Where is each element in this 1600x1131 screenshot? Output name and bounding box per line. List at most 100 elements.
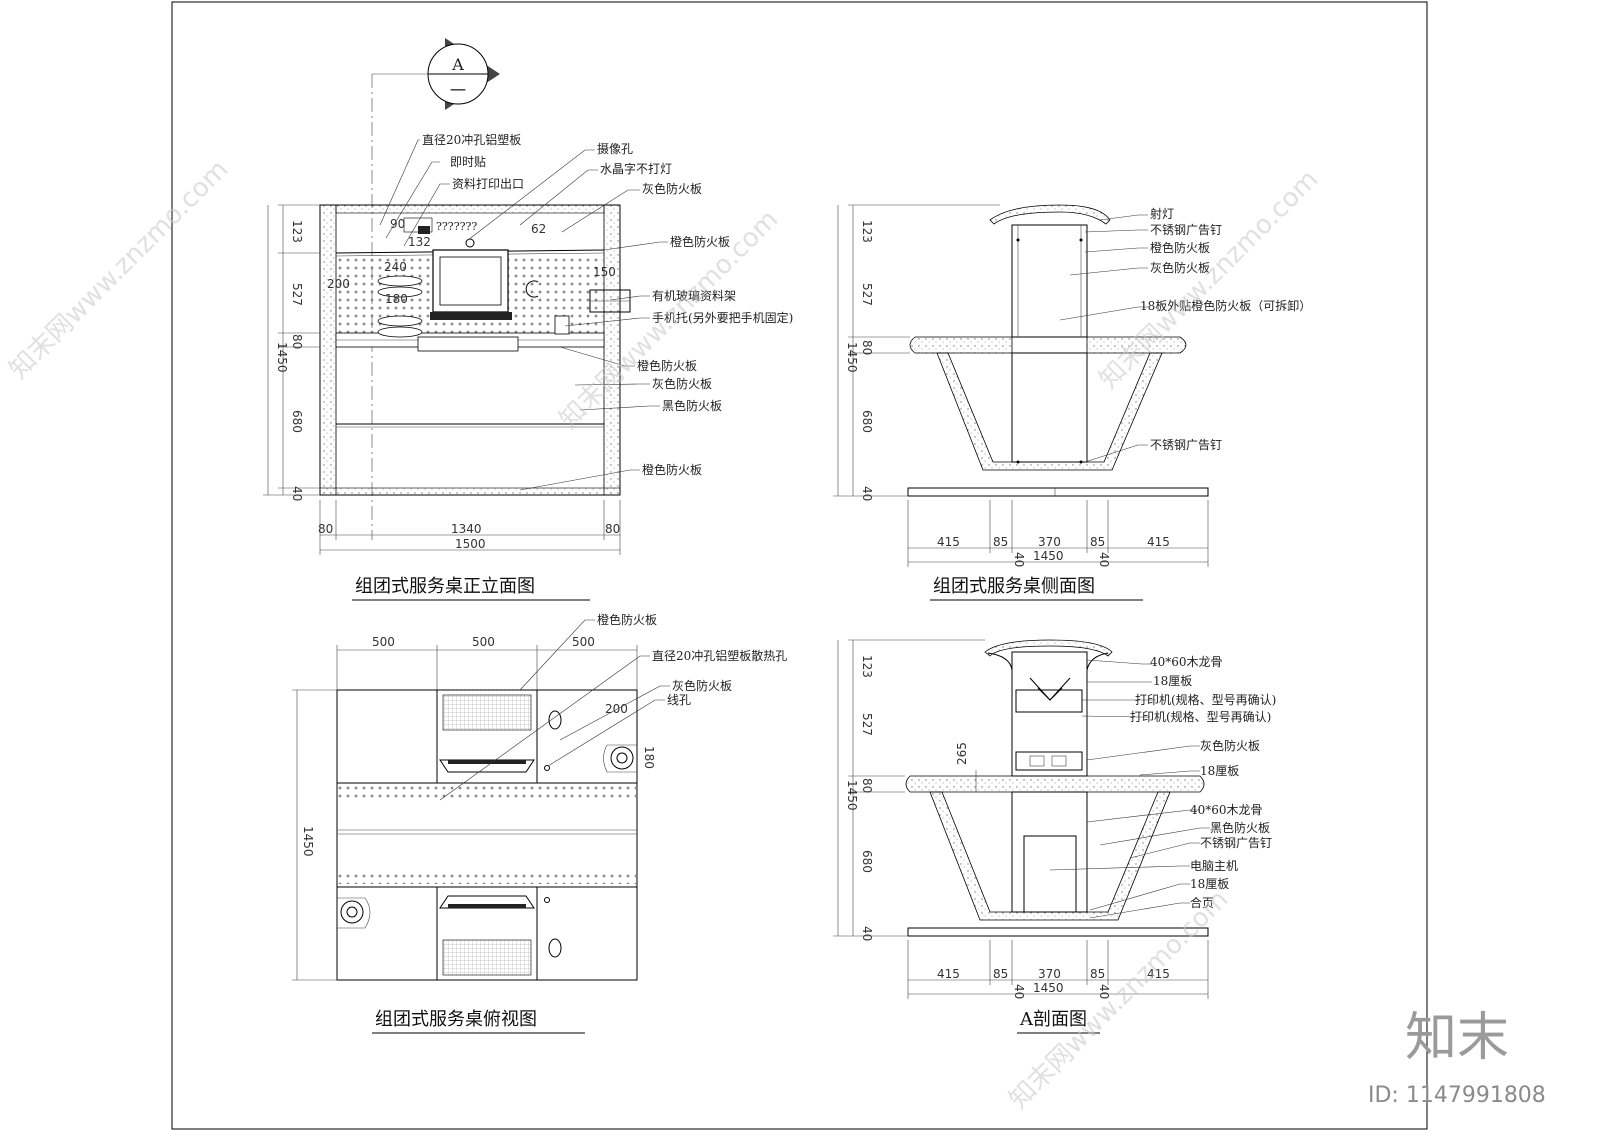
section-label-1: 40*60木龙骨: [1150, 655, 1223, 669]
section-label-6: 18厘板: [1200, 764, 1239, 778]
section-label-11: 18厘板: [1190, 877, 1229, 891]
side-label-2: 不锈钢广告钉: [1150, 223, 1222, 237]
front-vdim-6: 40: [290, 486, 304, 501]
front-label-6: 灰色防火板: [642, 181, 702, 196]
front-label-1: 直径20冲孔铝塑板: [422, 132, 521, 147]
section-label-12: 合页: [1190, 895, 1214, 910]
front-label-2: 即时贴: [450, 155, 486, 169]
top-label-2: 直径20冲孔铝塑板散热孔: [652, 648, 787, 663]
front-label-4: 摄像孔: [597, 141, 633, 156]
side-hdim-3: 370: [1038, 535, 1061, 549]
side-vdim-3: 80: [860, 340, 874, 355]
marker-letter: A: [451, 55, 464, 74]
front-hdim-2: 1340: [451, 522, 482, 536]
front-vdim-5: 680: [290, 410, 304, 433]
side-hdim-5: 415: [1147, 535, 1170, 549]
front-title: 组团式服务桌正立面图: [355, 576, 535, 597]
section-hdim-1: 415: [937, 967, 960, 981]
side-label-5: 18板外贴橙色防火板（可拆卸）: [1140, 298, 1311, 313]
side-label-4: 灰色防火板: [1150, 260, 1210, 275]
top-hdim-1: 500: [372, 635, 395, 649]
front-inner-dim-6: 180: [385, 292, 408, 306]
side-vdim-1: 123: [860, 220, 874, 243]
watermark-brand: 知末: [1405, 1008, 1509, 1068]
side-label-1: 射灯: [1150, 206, 1174, 221]
watermark: 知末网www.znzmo.com 知末网www.znzmo.com 知末网www…: [4, 154, 1546, 1115]
section-vdim-2: 527: [860, 713, 874, 736]
top-hdim-2: 500: [472, 635, 495, 649]
front-vdim-1: 123: [290, 220, 304, 243]
section-label-2: 18厘板: [1153, 674, 1192, 688]
front-label-9: 手机托(另外要把手机固定): [652, 310, 793, 325]
watermark-text-1: 知末网www.znzmo.com: [4, 154, 235, 385]
side-hdim-1: 415: [937, 535, 960, 549]
side-elevation: 射灯 不锈钢广告钉 橙色防火板 灰色防火板 18板外贴橙色防火板（可拆卸） 不锈…: [833, 204, 1311, 601]
a-section: 265 40*60木龙骨 18厘板 打印机(规格、型号再确认) 打印机(规格、型…: [833, 639, 1276, 1034]
front-hdim-3: 80: [605, 522, 620, 536]
section-vdim-4: 1450: [845, 780, 859, 811]
top-inner-dim-1: 200: [605, 702, 628, 716]
side-hdim-2: 85: [993, 535, 1008, 549]
front-label-11: 灰色防火板: [652, 376, 712, 391]
front-label-7: 橙色防火板: [670, 234, 730, 249]
front-hdim-1: 80: [318, 522, 333, 536]
side-vdim-5: 680: [860, 410, 874, 433]
front-label-8: 有机玻璃资料架: [652, 289, 736, 303]
section-title: A剖面图: [1019, 1009, 1087, 1030]
section-label-5: 灰色防火板: [1200, 738, 1260, 753]
marker-sub: 一: [450, 81, 466, 100]
top-inner-dim-2: 180: [642, 746, 656, 769]
section-hdim-4: 85: [1090, 967, 1105, 981]
top-label-3: 灰色防火板: [672, 678, 732, 693]
section-inner-dim: 265: [955, 742, 969, 765]
section-label-7: 40*60木龙骨: [1190, 803, 1263, 817]
sheet-border: [171, 1, 1428, 1130]
side-vdim-6: 40: [860, 486, 874, 501]
top-title: 组团式服务桌俯视图: [375, 1009, 537, 1030]
side-hdim-4: 85: [1090, 535, 1105, 549]
section-label-10: 电脑主机: [1190, 859, 1238, 873]
side-vdim-4: 1450: [845, 342, 859, 373]
front-inner-dim-2: 132: [408, 235, 431, 249]
side-label-6: 不锈钢广告钉: [1150, 438, 1222, 452]
section-marker: A 一: [371, 38, 500, 540]
front-label-13: 橙色防火板: [642, 462, 702, 477]
section-label-8: 黑色防火板: [1210, 820, 1270, 835]
side-hdim-6: 40: [1012, 552, 1026, 567]
front-hdim-4: 1500: [455, 537, 486, 551]
section-label-3: 打印机(规格、型号再确认): [1135, 692, 1276, 707]
section-hdim-3: 370: [1038, 967, 1061, 981]
front-vdim-2: 527: [290, 283, 304, 306]
front-inner-dim-5: 200: [327, 277, 350, 291]
section-label-9: 不锈钢广告钉: [1200, 836, 1272, 850]
side-hdim-8: 40: [1097, 552, 1111, 567]
section-label-4: 打印机(规格、型号再确认): [1130, 709, 1271, 724]
section-hdim-8: 40: [1097, 984, 1111, 999]
section-hdim-2: 85: [993, 967, 1008, 981]
front-elevation: ??????? 90 132 62 240 200 180 150 直径20冲孔…: [263, 132, 793, 601]
front-label-12: 黑色防火板: [662, 398, 722, 413]
screen-text: ???????: [436, 220, 477, 233]
front-inner-dim-1: 90: [390, 217, 405, 231]
side-vdim-2: 527: [860, 283, 874, 306]
watermark-text-3: 知末网www.znzmo.com: [1094, 164, 1325, 395]
section-vdim-6: 40: [860, 926, 874, 941]
side-label-3: 橙色防火板: [1150, 240, 1210, 255]
front-label-3: 资料打印出口: [452, 177, 524, 191]
front-label-5: 水晶字不打灯: [600, 161, 672, 176]
top-hdim-3: 500: [572, 635, 595, 649]
section-vdim-3: 80: [860, 778, 874, 793]
top-label-4: 线孔: [667, 693, 691, 707]
watermark-id: ID: 1147991808: [1368, 1083, 1546, 1108]
front-vdim-4: 1450: [275, 342, 289, 373]
front-inner-dim-4: 240: [384, 260, 407, 274]
front-label-10: 橙色防火板: [637, 358, 697, 373]
side-title: 组团式服务桌侧面图: [933, 576, 1095, 597]
section-vdim-5: 680: [860, 850, 874, 873]
front-inner-dim-3: 62: [531, 222, 546, 236]
section-hdim-5: 415: [1147, 967, 1170, 981]
top-label-1: 橙色防火板: [597, 612, 657, 627]
section-hdim-7: 1450: [1033, 981, 1064, 995]
section-hdim-6: 40: [1012, 984, 1026, 999]
